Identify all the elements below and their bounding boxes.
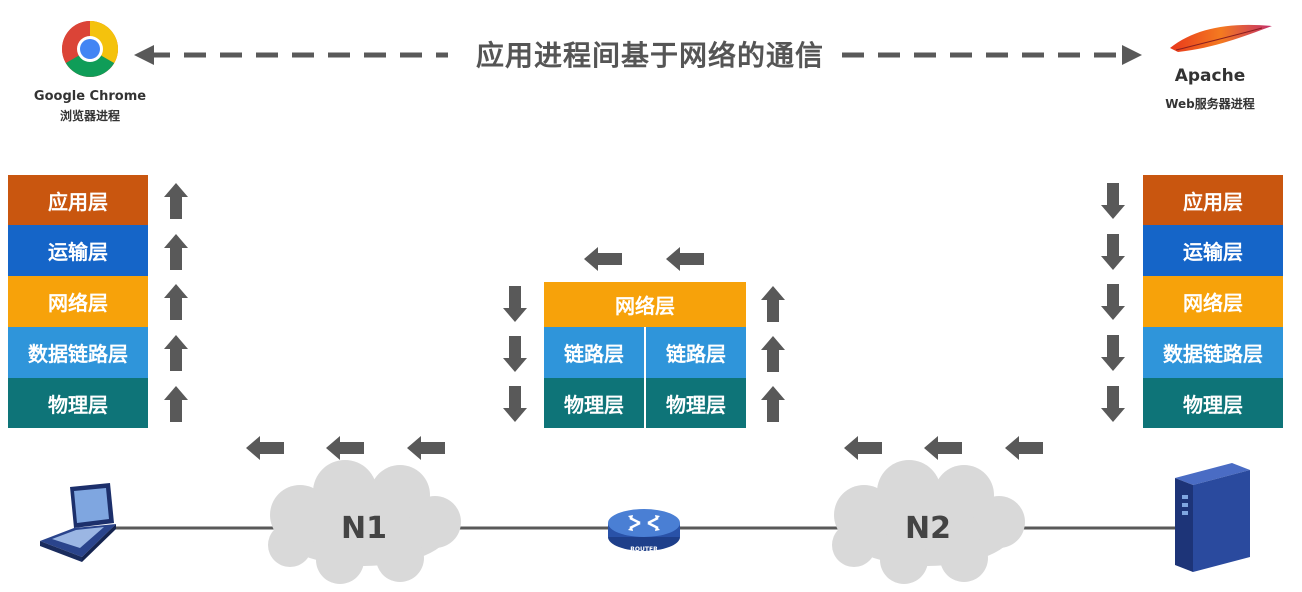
- server-layer-transport: 运输层: [1143, 225, 1283, 276]
- n1-label: N1: [341, 511, 387, 546]
- server-icon: [1175, 463, 1250, 572]
- client-layer-application: 应用层: [8, 175, 148, 225]
- cloud-n1: [268, 460, 461, 584]
- router-layer-link-right: 链路层: [646, 327, 746, 378]
- client-desc: 浏览器进程: [59, 109, 120, 123]
- client-layer-network: 网络层: [8, 276, 148, 327]
- laptop-icon: [40, 483, 116, 562]
- n2-label: N2: [905, 511, 951, 546]
- cloud-n2: [832, 460, 1025, 584]
- top-arrowhead-left: [134, 45, 154, 65]
- server-name: Apache: [1174, 66, 1246, 86]
- client-layer-physical: 物理层: [8, 378, 148, 428]
- router-layer-physical-left: 物理层: [544, 378, 644, 428]
- router-layer-network: 网络层: [544, 282, 746, 327]
- router-label: ROUTER: [630, 546, 658, 553]
- client-layer-transport: 运输层: [8, 225, 148, 276]
- router-layer-link-left: 链路层: [544, 327, 644, 378]
- client-name: Google Chrome: [33, 89, 147, 104]
- router-icon: [608, 509, 680, 551]
- server-layer-application: 应用层: [1143, 175, 1283, 225]
- server-layer-physical: 物理层: [1143, 378, 1283, 428]
- diagram-title: 应用进程间基于网络的通信: [475, 39, 824, 72]
- top-arrowhead-right: [1122, 45, 1142, 65]
- router-layer-physical-right: 物理层: [646, 378, 746, 428]
- server-layer-network: 网络层: [1143, 276, 1283, 327]
- client-layer-datalink: 数据链路层: [8, 327, 148, 378]
- server-desc: Web服务器进程: [1165, 97, 1255, 111]
- server-layer-datalink: 数据链路层: [1143, 327, 1283, 378]
